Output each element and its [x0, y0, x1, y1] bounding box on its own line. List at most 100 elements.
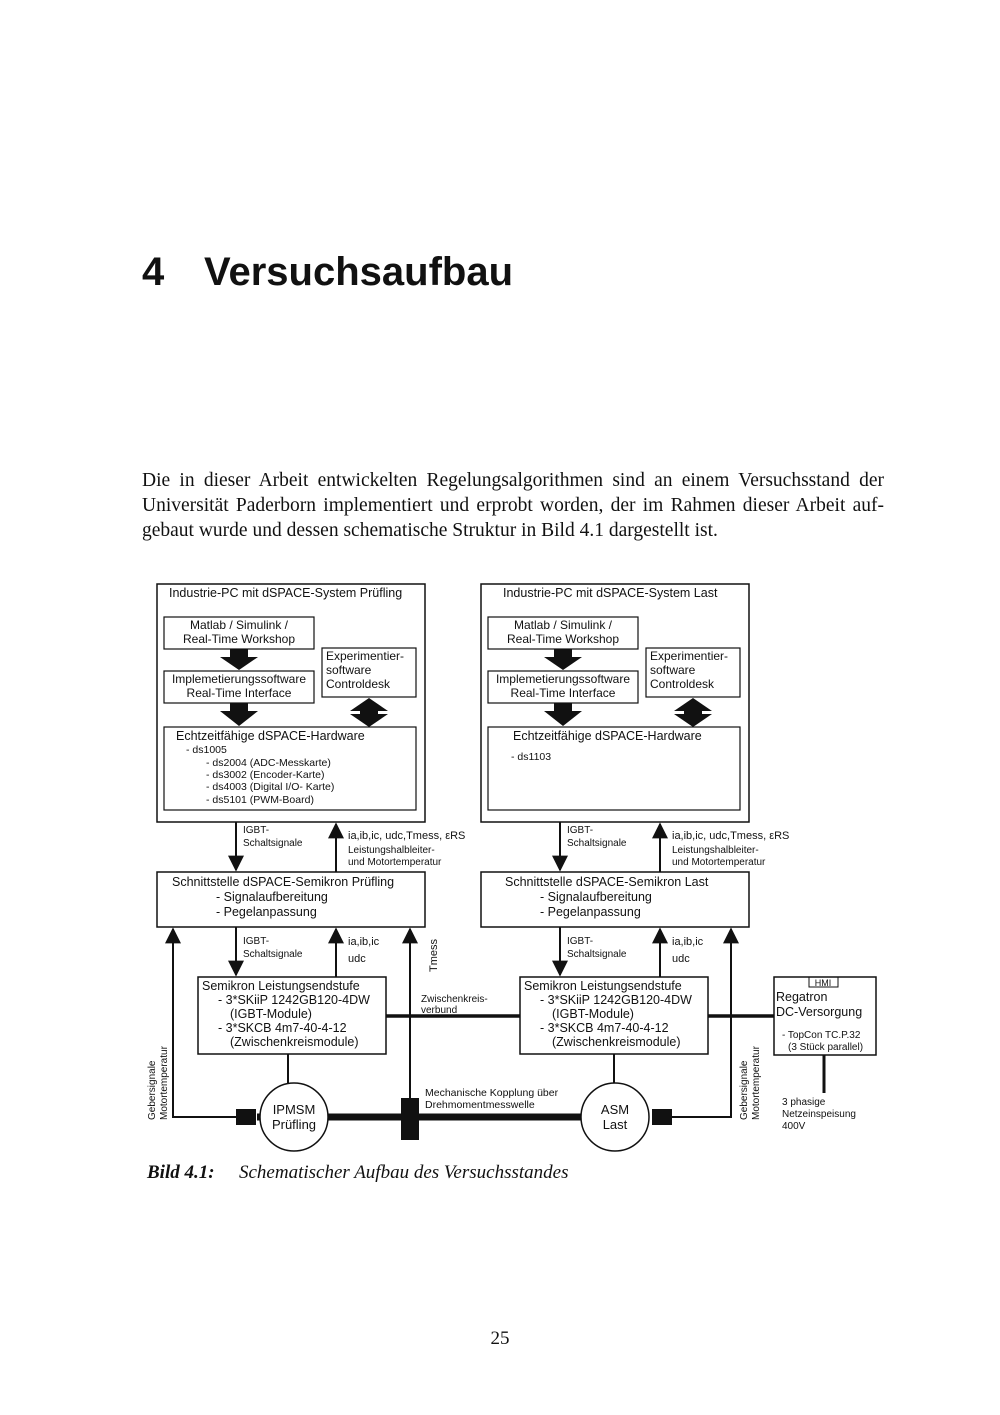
right-impl-line: Implemetierungssoftware — [496, 672, 630, 686]
figure-caption: Bild 4.1: Schematischer Aufbau des Versuc… — [147, 1162, 568, 1184]
left-stage-title: Semikron Leistungsendstufe — [202, 979, 360, 993]
udc-label: udc — [672, 953, 690, 965]
igbt-label: IGBT- — [567, 825, 593, 836]
left-hardware-item: - ds2004 (ADC-Messkarte) — [206, 757, 331, 769]
dc-link-label: verbund — [421, 1005, 457, 1016]
page-number: 25 — [490, 1328, 510, 1349]
right-interface-box — [480, 871, 750, 928]
grid-label: Netzeinspeisung — [782, 1109, 856, 1120]
udc-label: udc — [348, 953, 366, 965]
left-exp-box — [321, 647, 417, 698]
right-arrow-down-2 — [544, 703, 582, 726]
left-interface-box — [156, 871, 426, 928]
left-stage-item: - 3*SKiiP 1242GB120-4DW — [218, 993, 370, 1007]
left-hardware-item: - ds5101 (PWM-Board) — [206, 794, 314, 806]
chapter-number: 4 — [142, 250, 165, 294]
right-hardware-item: - ds1103 — [511, 751, 551, 763]
encoder-label: Gebersignale — [147, 1060, 158, 1120]
currents-label: ia,ib,ic — [348, 936, 380, 948]
asm-motor — [580, 1082, 650, 1152]
left-matlab-line: Real-Time Workshop — [183, 632, 295, 646]
left-interface-title: Schnittstelle dSPACE-Semikron Prüfling — [172, 875, 394, 889]
intro-line: Die in dieser Arbeit entwickelten Regelu… — [142, 470, 884, 491]
grid-label: 3 phasige — [782, 1097, 826, 1108]
chapter-title: Versuchsaufbau — [204, 250, 514, 294]
regatron-title: DC-Versorgung — [776, 1005, 862, 1019]
caption-label: Bild 4.1: — [147, 1162, 215, 1183]
left-matlab-line: Matlab / Simulink / — [190, 618, 289, 632]
right-encoder — [652, 1109, 672, 1125]
currents-label: ia,ib,ic — [672, 936, 704, 948]
intro-paragraph: Die in dieser Arbeit entwickelten Regelu… — [142, 468, 884, 543]
right-pc-title: Industrie-PC mit dSPACE-System Last — [503, 586, 718, 600]
right-interface-title: Schnittstelle dSPACE-Semikron Last — [505, 875, 709, 889]
igbt-label: Schaltsignale — [243, 838, 303, 849]
left-stage-item: (Zwischenkreismodule) — [230, 1035, 359, 1049]
encoder-label: Motortemperatur — [159, 1045, 170, 1120]
left-interface-item: - Signalaufbereitung — [216, 890, 328, 904]
left-interface-item: - Pegelanpassung — [216, 905, 317, 919]
torque-shaft — [401, 1098, 419, 1140]
right-arrow-down-1 — [544, 649, 582, 670]
right-exp-line: Experimentier- — [650, 649, 728, 663]
grid-label: 400V — [782, 1121, 806, 1132]
coupling-label: Drehmomentmesswelle — [425, 1099, 535, 1111]
right-stage-title: Semikron Leistungsendstufe — [524, 979, 682, 993]
right-stage-item: (IGBT-Module) — [552, 1007, 634, 1021]
intro-line: gebaut wurde und dessen schematische Str… — [142, 520, 718, 541]
measurement-sub: Leistungshalbleiter- — [348, 845, 435, 856]
hmi-label: HMI — [815, 978, 832, 988]
igbt-label: IGBT- — [243, 936, 269, 947]
left-stage-item: (IGBT-Module) — [230, 1007, 312, 1021]
right-interface-item: - Signalaufbereitung — [540, 890, 652, 904]
encoder-label: Motortemperatur — [751, 1045, 762, 1120]
measurement-label: ia,ib,ic, udc,Tmess, εRS — [348, 830, 465, 842]
right-hardware-box — [487, 726, 741, 811]
right-arrow-bidirectional — [674, 698, 712, 727]
regatron-item: (3 Stück parallel) — [788, 1042, 863, 1053]
tmess-label: Tmess — [428, 939, 440, 973]
left-hardware-item: - ds3002 (Encoder-Karte) — [206, 769, 324, 781]
right-exp-line: software — [650, 663, 696, 677]
measurement-sub: und Motortemperatur — [348, 857, 442, 868]
hmi-box — [808, 976, 839, 988]
chapter-heading: 4 Versuchsaufbau — [142, 250, 513, 295]
measurement-sub: und Motortemperatur — [672, 857, 766, 868]
right-impl-line: Real-Time Interface — [511, 686, 616, 700]
right-interface-item: - Pegelanpassung — [540, 905, 641, 919]
igbt-label: Schaltsignale — [567, 838, 627, 849]
left-hardware-title: Echtzeitfähige dSPACE-Hardware — [176, 729, 365, 743]
left-stage-item: - 3*SKCB 4m7-40-4-12 — [218, 1021, 347, 1035]
left-encoder — [236, 1109, 256, 1125]
left-hardware-box — [163, 726, 417, 811]
ipmsm-label: IPMSM — [273, 1102, 316, 1117]
right-stage-item: - 3*SKCB 4m7-40-4-12 — [540, 1021, 669, 1035]
intro-line: Universität Paderborn implementiert und … — [142, 495, 884, 516]
left-pc-title: Industrie-PC mit dSPACE-System Prüfling — [169, 586, 402, 600]
left-exp-line: Experimentier- — [326, 649, 404, 663]
measurement-sub: Leistungshalbleiter- — [672, 845, 759, 856]
coupling-label: Mechanische Kopplung über — [425, 1087, 559, 1099]
right-exp-line: Controldesk — [650, 677, 715, 691]
igbt-label: IGBT- — [567, 936, 593, 947]
left-exp-line: Controldesk — [326, 677, 391, 691]
regatron-item: - TopCon TC.P.32 — [782, 1030, 861, 1041]
right-stage-item: - 3*SKiiP 1242GB120-4DW — [540, 993, 692, 1007]
right-stage-item: (Zwischenkreismodule) — [552, 1035, 681, 1049]
left-arrow-down-1 — [220, 649, 258, 670]
right-matlab-line: Real-Time Workshop — [507, 632, 619, 646]
igbt-label: Schaltsignale — [243, 949, 303, 960]
regatron-title: Regatron — [776, 990, 827, 1004]
left-impl-line: Real-Time Interface — [187, 686, 292, 700]
left-arrow-down-2 — [220, 703, 258, 726]
ipmsm-motor — [259, 1082, 329, 1152]
asm-label: Last — [603, 1117, 628, 1132]
left-arrow-bidirectional — [350, 698, 388, 727]
caption-text: Schematischer Aufbau des Versuchsstandes — [239, 1162, 569, 1183]
right-exp-box — [645, 647, 741, 698]
left-exp-line: software — [326, 663, 372, 677]
right-hardware-title: Echtzeitfähige dSPACE-Hardware — [513, 729, 702, 743]
encoder-label: Gebersignale — [739, 1060, 750, 1120]
igbt-label: Schaltsignale — [567, 949, 627, 960]
